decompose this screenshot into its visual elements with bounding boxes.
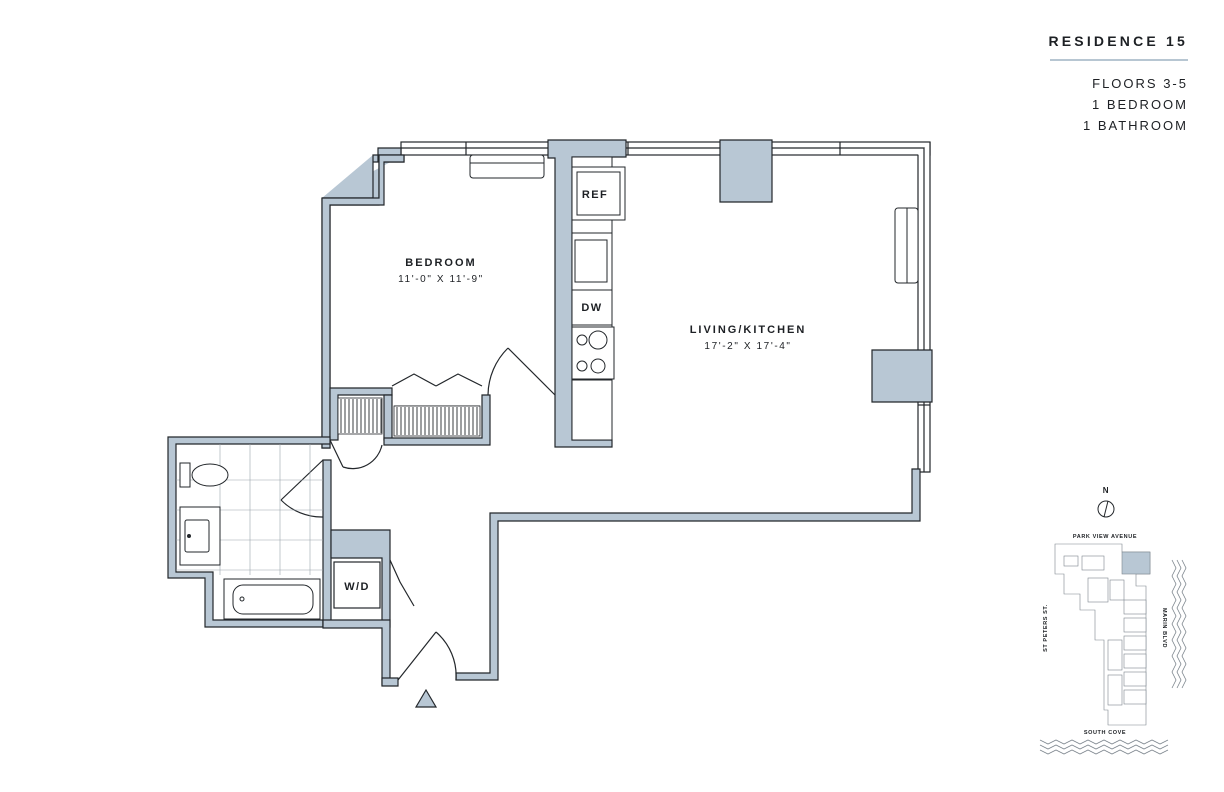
ref-label: REF bbox=[582, 189, 608, 201]
furniture bbox=[469, 154, 919, 284]
living-name: LIVING/KITCHEN bbox=[690, 324, 807, 336]
bedrooms-label: 1 BEDROOM bbox=[1091, 97, 1188, 112]
kitchen-fixtures bbox=[571, 156, 626, 441]
washer-dryer bbox=[333, 561, 381, 609]
bathrooms-label: 1 BATHROOM bbox=[1083, 118, 1188, 133]
bedroom-dims: 11'-0" X 11'-9" bbox=[398, 274, 484, 285]
residence-specs: FLOORS 3-5 1 BEDROOM 1 BATHROOM bbox=[1048, 73, 1188, 136]
title-rule bbox=[1050, 59, 1188, 61]
unit-highlight bbox=[1121, 551, 1151, 575]
river-waves-bottom bbox=[1039, 739, 1169, 755]
closet-stripes bbox=[340, 399, 478, 435]
dw-label: DW bbox=[581, 302, 602, 314]
right-window-wall bbox=[917, 142, 931, 473]
residence-title: RESIDENCE 15 bbox=[1048, 33, 1188, 49]
building-footprint bbox=[1054, 543, 1151, 726]
walls bbox=[167, 139, 933, 687]
bathroom-fixtures bbox=[176, 444, 323, 620]
key-map: N PARK VIEW AVENUE ST PETERS ST. MARIN B… bbox=[1039, 486, 1187, 755]
street-right: MARIN BLVD bbox=[1161, 608, 1167, 648]
river-waves-right bbox=[1171, 559, 1187, 689]
residence-header: RESIDENCE 15 FLOORS 3-5 1 BEDROOM 1 BATH… bbox=[1048, 33, 1188, 136]
doors bbox=[280, 347, 556, 681]
north-label: N bbox=[1103, 486, 1109, 495]
street-left: ST PETERS ST. bbox=[1043, 604, 1049, 652]
floors-label: FLOORS 3-5 bbox=[1092, 76, 1188, 91]
compass-icon bbox=[1097, 500, 1115, 518]
wd-label: W/D bbox=[344, 581, 370, 593]
bedroom-name: BEDROOM bbox=[405, 257, 476, 269]
entry-marker bbox=[414, 688, 438, 708]
street-bottom: SOUTH COVE bbox=[1084, 730, 1126, 736]
living-dims: 17'-2" X 17'-4" bbox=[704, 341, 791, 352]
top-window-wall bbox=[400, 141, 931, 156]
street-top: PARK VIEW AVENUE bbox=[1073, 534, 1137, 540]
